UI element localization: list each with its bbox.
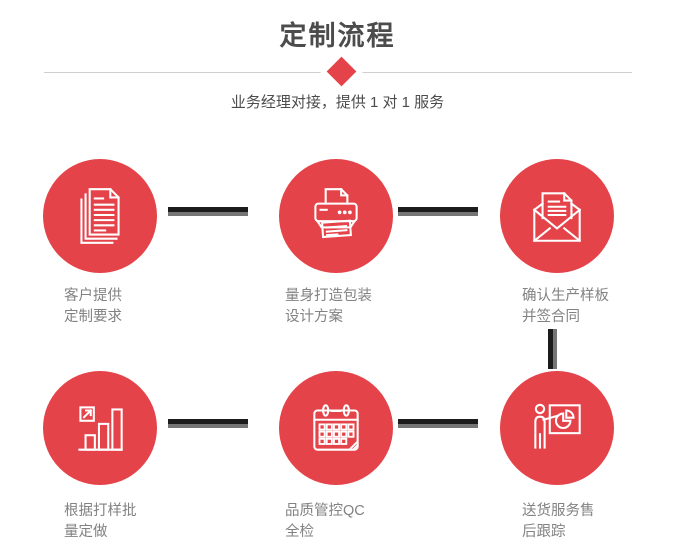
connector-step4-step5	[168, 419, 248, 428]
envelope-icon	[532, 192, 582, 243]
printer-icon	[314, 188, 358, 239]
calendar-icon	[313, 404, 359, 451]
step-5-label-line1: 品质管控QC	[285, 503, 365, 519]
step-5-label-line2: 全检	[285, 524, 314, 540]
step-2-label: 量身打造包装 设计方案	[285, 286, 372, 328]
presentation-icon	[534, 403, 581, 449]
subtitle: 业务经理对接，提供 1 对 1 服务	[230, 94, 445, 111]
step-6-circle	[500, 371, 614, 485]
connector-step2-step3	[398, 207, 478, 216]
step-1-label: 客户提供 定制要求	[64, 286, 122, 328]
connector-step5-step6	[398, 419, 478, 428]
connector-step3-step6	[548, 329, 557, 369]
step-3-circle	[500, 159, 614, 273]
connector-step1-step2	[168, 207, 248, 216]
bar-chart-icon	[78, 406, 123, 451]
step-1-label-line2: 定制要求	[64, 309, 122, 325]
step-4-label: 根据打样批 量定做	[64, 501, 137, 543]
step-1-circle	[43, 159, 157, 273]
step-1-label-line1: 客户提供	[64, 288, 122, 304]
step-2-circle	[279, 159, 393, 273]
step-3-label-line2: 并签合同	[522, 309, 580, 325]
step-3-label: 确认生产样板 并签合同	[522, 286, 609, 328]
step-3-label-line1: 确认生产样板	[522, 288, 609, 304]
step-4-label-line1: 根据打样批	[64, 503, 137, 519]
documents-icon	[80, 188, 120, 244]
step-6-label: 送货服务售 后跟踪	[522, 501, 595, 543]
step-5-circle	[279, 371, 393, 485]
step-5-label: 品质管控QC 全检	[285, 501, 365, 543]
diamond-accent-icon	[326, 56, 357, 87]
step-4-circle	[43, 371, 157, 485]
step-2-label-line1: 量身打造包装	[285, 288, 372, 304]
step-6-label-line1: 送货服务售	[522, 503, 595, 519]
step-2-label-line2: 设计方案	[285, 309, 343, 325]
step-6-label-line2: 后跟踪	[522, 524, 566, 540]
step-4-label-line2: 量定做	[64, 524, 108, 540]
page-title: 定制流程	[279, 21, 396, 51]
